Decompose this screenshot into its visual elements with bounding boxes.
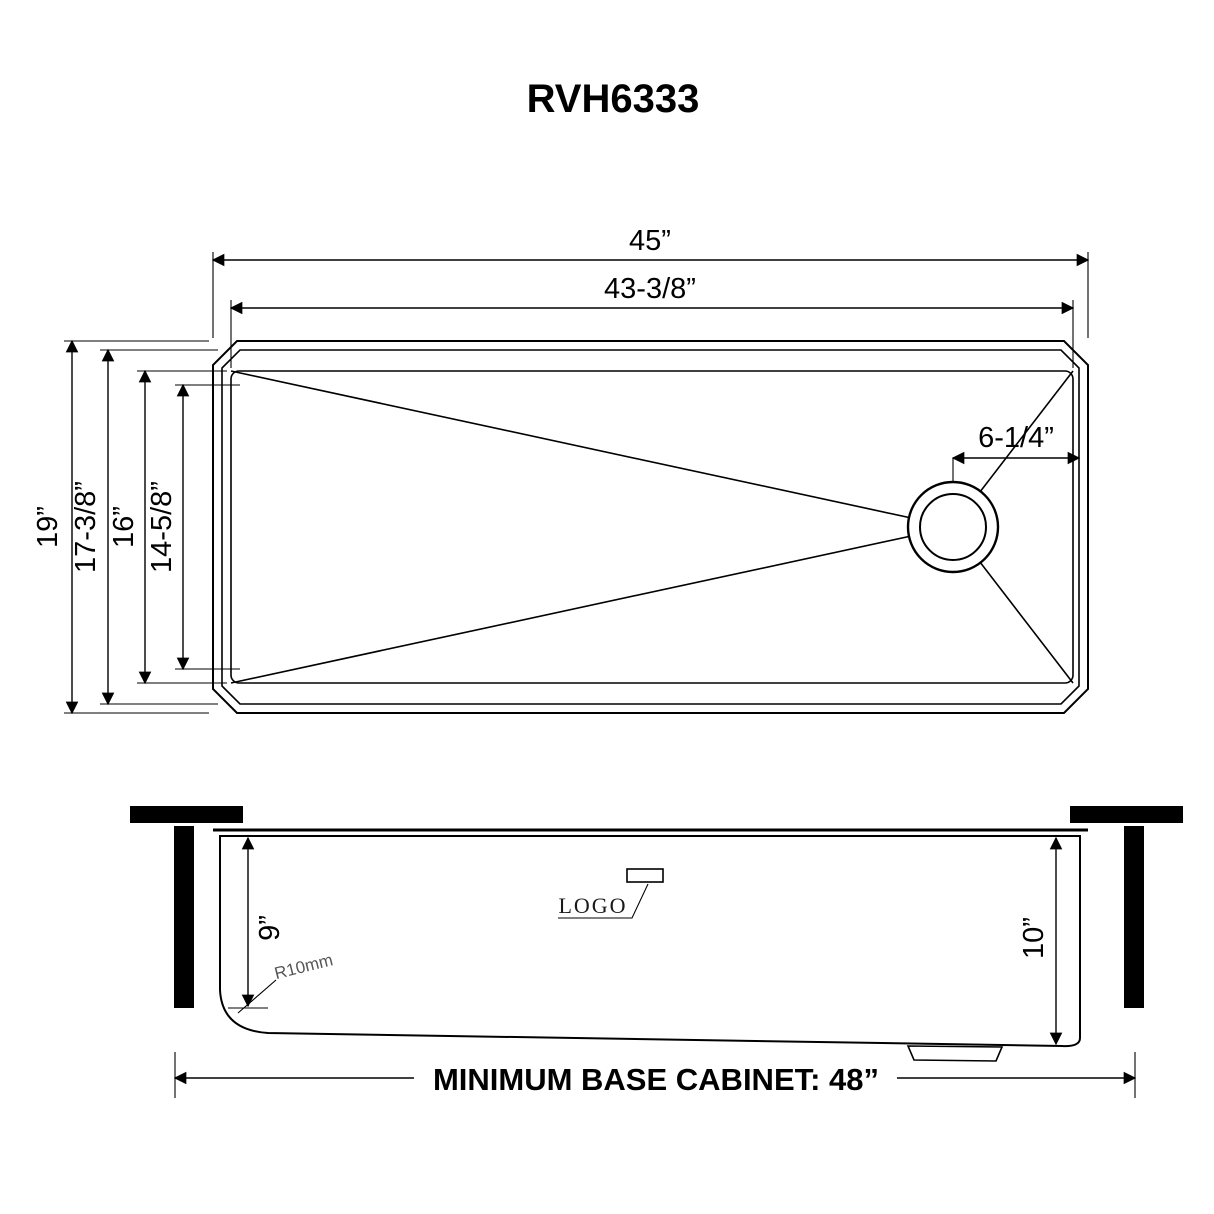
dim-drain-offset-label: 6-1/4”: [978, 422, 1054, 454]
sink-bowl-edge: [230, 370, 1074, 684]
dim-left-depth-label: 9”: [254, 915, 286, 941]
sink-body-section: [219, 835, 1081, 1048]
cabinet-side-left: [174, 826, 194, 1008]
dim-bowl-inner-depth: 14-5/8”: [146, 383, 240, 671]
dim-overall-depth-label: 19”: [32, 506, 64, 548]
dim-overall-width-label: 45”: [629, 225, 671, 257]
side-view: LOGO 9” 10” R10mm: [130, 806, 1183, 1062]
countertop-left: [130, 806, 243, 823]
corner-radius-leader: [237, 979, 277, 1014]
dim-overall-depth: 19”: [32, 339, 209, 715]
logo-plate: [626, 868, 664, 883]
logo-label: LOGO: [558, 893, 627, 918]
dim-bowl-width: 43-3/8”: [229, 273, 1075, 368]
dim-bowl-inner-depth-label: 14-5/8”: [146, 481, 178, 573]
sink-outer-rim: [212, 340, 1089, 714]
dim-rim-depth: 17-3/8”: [70, 348, 218, 706]
top-view: 45” 43-3/8” 19” 17-3/8” 16”: [32, 225, 1090, 715]
corner-radius-callout: R10mm: [237, 950, 335, 1014]
drain-circle: [906, 480, 1000, 574]
dim-bowl-width-label: 43-3/8”: [604, 273, 696, 305]
dim-bowl-depth: 16”: [108, 369, 227, 685]
dim-right-depth: 10”: [1018, 836, 1063, 1046]
dim-rim-depth-label: 17-3/8”: [70, 481, 102, 573]
cabinet-side-right: [1124, 826, 1144, 1008]
cabinet-dimension: MINIMUM BASE CABINET: 48”: [173, 1052, 1137, 1098]
dim-overall-width: 45”: [211, 225, 1090, 338]
dim-left-depth: 9”: [228, 836, 286, 1009]
logo-leader-line: [558, 883, 649, 919]
corner-radius-label: R10mm: [272, 950, 334, 983]
dim-right-depth-label: 10”: [1018, 917, 1050, 959]
drain-fitting: [906, 1045, 1004, 1062]
sink-inner-rim: [221, 349, 1080, 705]
cabinet-note-label: MINIMUM BASE CABINET: 48”: [433, 1062, 879, 1097]
model-number-title: RVH6333: [527, 77, 700, 121]
dim-drain-offset: 6-1/4”: [951, 422, 1081, 465]
countertop-right: [1070, 806, 1183, 823]
dim-bowl-depth-label: 16”: [108, 506, 140, 548]
